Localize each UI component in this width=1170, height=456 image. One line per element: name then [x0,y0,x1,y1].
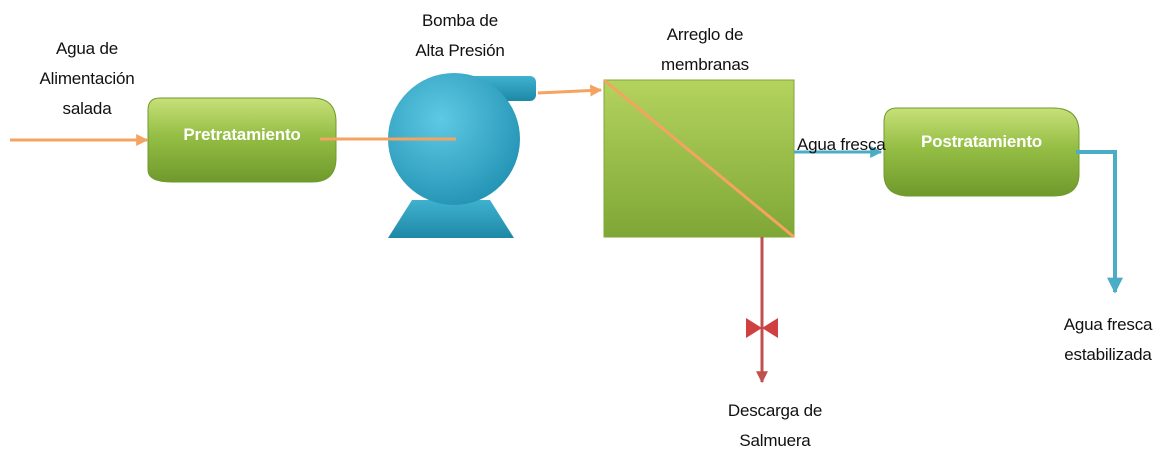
stabilized-water-arrow [1076,150,1123,294]
pump-to-membrane-arrow [537,84,603,97]
pretreatment-label: Pretratamiento [183,125,301,144]
membrane-label: Arreglo de membranas [625,20,785,80]
posttreatment-box [883,107,1080,197]
pump-label-line-2: Alta Presión [415,41,505,60]
membrane-diagonal [603,78,795,239]
pump-label: Bomba de Alta Presión [390,6,530,66]
fresh-water-label: Agua fresca [797,135,886,154]
feed-water-label-line-1: Agua de [56,39,118,58]
posttreatment-label: Postratamiento [921,132,1042,151]
membrane-label-line-2: membranas [661,55,749,74]
pretreatment-box [147,97,337,183]
valve-icon [746,318,778,338]
brine-label-line-2: Salmuera [739,431,811,450]
stabilized-water-label-line-2: estabilizada [1064,345,1152,364]
feed-water-label-line-2: Alimentación [39,69,135,88]
membrane-label-line-1: Arreglo de [666,25,744,44]
brine-label-line-1: Descarga de [727,401,823,420]
brine-label: Descarga de Salmuera [700,396,850,456]
stabilized-water-label-line-1: Agua fresca [1063,315,1153,334]
pump-base [388,200,514,238]
pump-label-line-1: Bomba de [422,11,498,30]
stabilized-water-label: Agua fresca estabilizada [1050,310,1166,370]
feed-water-label: Agua de Alimentación salada [12,34,162,124]
feed-water-label-line-3: salada [62,99,112,118]
